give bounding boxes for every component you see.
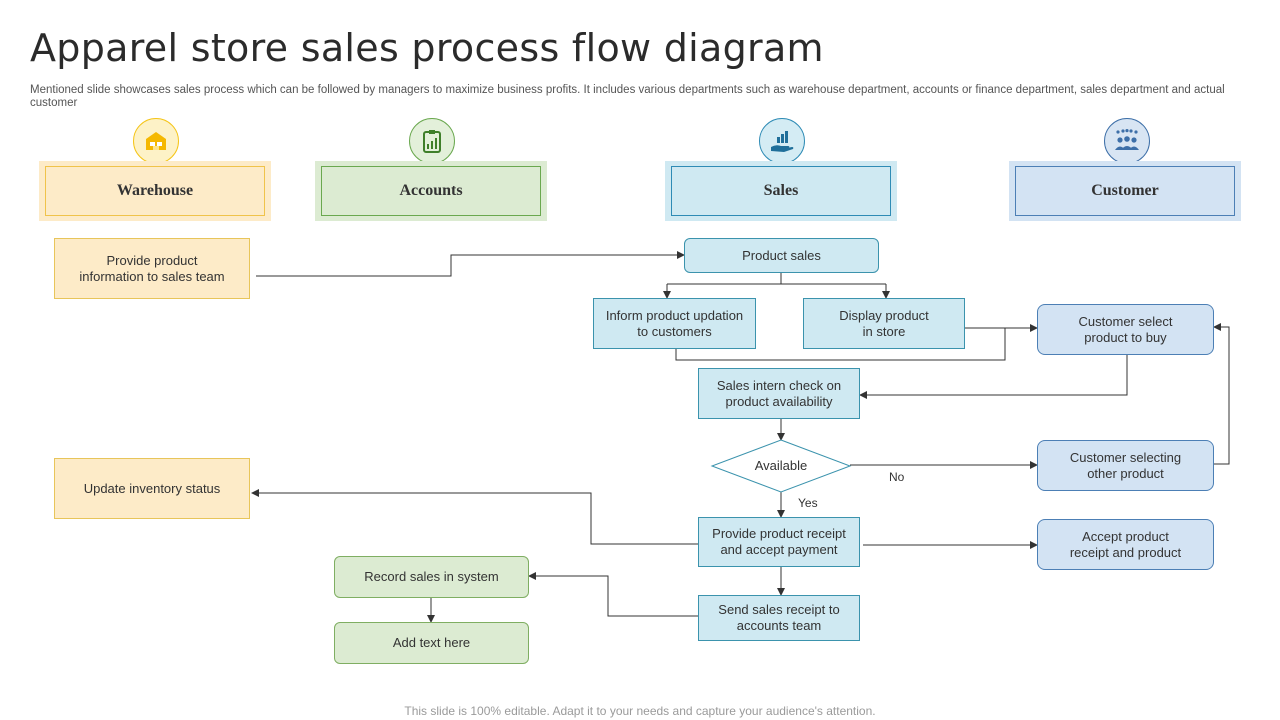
step-product-sales: Product sales — [684, 238, 879, 273]
lane-customer-label: Customer — [1015, 166, 1235, 216]
warehouse-icon — [146, 132, 166, 150]
customer-icon-badge — [1104, 118, 1150, 164]
step-accept-receipt: Accept product receipt and product — [1037, 519, 1214, 570]
group-icon — [1115, 129, 1139, 150]
branch-no-label: No — [889, 470, 905, 484]
accounts-icon-badge — [409, 118, 455, 164]
step-intern-check: Sales intern check on product availabili… — [698, 368, 860, 419]
lane-warehouse: Warehouse — [39, 161, 271, 221]
step-update-inventory: Update inventory status — [54, 458, 250, 519]
step-display-product: Display product in store — [803, 298, 965, 349]
sales-icon-badge — [759, 118, 805, 164]
branch-yes-label: Yes — [798, 496, 818, 510]
footer-note: This slide is 100% editable. Adapt it to… — [404, 704, 876, 718]
step-provide-receipt: Provide product receipt and accept payme… — [698, 517, 860, 567]
chart-clipboard-icon — [423, 130, 441, 153]
decision-available-diamond — [710, 439, 852, 493]
step-record-sales: Record sales in system — [334, 556, 529, 598]
lane-sales-label: Sales — [671, 166, 891, 216]
lane-accounts: Accounts — [315, 161, 547, 221]
lane-sales: Sales — [665, 161, 897, 221]
page-subtitle: Mentioned slide showcases sales process … — [30, 84, 1225, 109]
lane-warehouse-label: Warehouse — [45, 166, 265, 216]
hand-chart-icon — [771, 131, 794, 152]
step-customer-select: Customer select product to buy — [1037, 304, 1214, 355]
lane-accounts-label: Accounts — [321, 166, 541, 216]
step-inform-product: Inform product updation to customers — [593, 298, 756, 349]
step-send-receipt: Send sales receipt to accounts team — [698, 595, 860, 641]
decision-available-label: Available — [754, 458, 808, 473]
step-add-text: Add text here — [334, 622, 529, 664]
step-provide-product-info: Provide product information to sales tea… — [54, 238, 250, 299]
lane-customer: Customer — [1009, 161, 1241, 221]
page-title: Apparel store sales process flow diagram — [30, 26, 824, 70]
step-customer-other: Customer selecting other product — [1037, 440, 1214, 491]
